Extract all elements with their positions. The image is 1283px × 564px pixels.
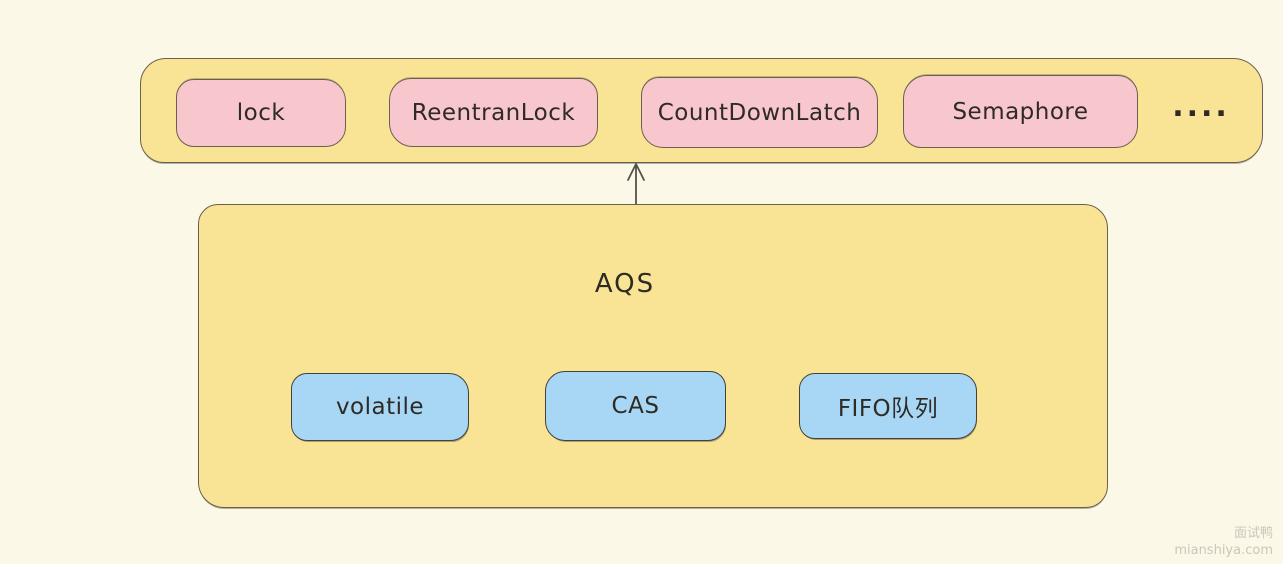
arrow-up-connector <box>627 163 645 209</box>
watermark-site: mianshiya.com <box>1174 543 1273 559</box>
concept-box-reentranlock: ReentranLock <box>389 78 598 147</box>
concept-label: volatile <box>335 394 425 420</box>
concept-box-cas: CAS <box>545 371 726 441</box>
concept-box-semaphore: Semaphore <box>903 75 1138 148</box>
concept-box-lock: lock <box>176 79 346 147</box>
concept-label: FIFO队列 <box>837 396 939 422</box>
concept-label: Semaphore <box>952 98 1089 125</box>
aqs-title: AQS <box>594 269 656 299</box>
concept-label: lock <box>236 100 286 126</box>
aqs-container-box: AQS volatile CAS FIFO队列 <box>198 204 1108 508</box>
concept-box-volatile: volatile <box>291 373 469 441</box>
ellipsis-more-label: .... <box>1172 89 1230 124</box>
concept-box-countdownlatch: CountDownLatch <box>641 77 878 148</box>
watermark: 面试鸭 mianshiya.com <box>1174 526 1273 560</box>
locks-container-box: lock ReentranLock CountDownLatch Semapho… <box>140 58 1263 163</box>
concept-label: ReentranLock <box>411 99 576 126</box>
watermark-title: 面试鸭 <box>1233 526 1273 542</box>
concept-box-fifo-queue: FIFO队列 <box>799 373 977 439</box>
concept-label: CountDownLatch <box>657 99 862 126</box>
concept-label: CAS <box>611 393 660 419</box>
